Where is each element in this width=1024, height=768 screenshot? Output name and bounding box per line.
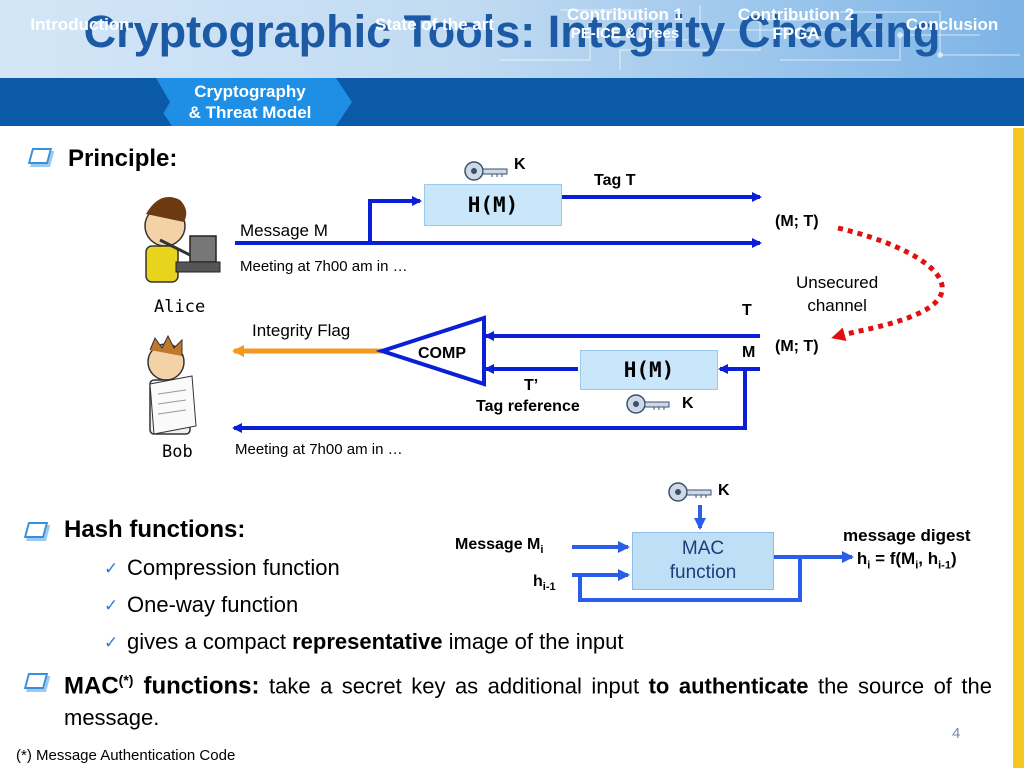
footnote: (*) Message Authentication Code: [16, 747, 236, 764]
principle-heading: Principle:: [68, 145, 178, 172]
comp-label: COMP: [418, 345, 466, 362]
nav-cryptography-active[interactable]: Cryptography & Threat Model: [188, 82, 312, 122]
tag-reference-label: Tag reference: [476, 398, 580, 415]
nav-state-of-the-art[interactable]: State of the art: [374, 14, 495, 34]
message-to-hash-arrow: [368, 196, 422, 243]
message-m-label: Message M: [240, 221, 328, 240]
tag-t-label: Tag T: [594, 172, 636, 189]
hash-box-top: H(M): [424, 184, 562, 226]
checkmark-icon: ✓: [104, 633, 119, 652]
slide-title: Cryptographic Tools: Integrity Checking: [83, 6, 941, 57]
meeting-text-bottom: Meeting at 7h00 am in …: [235, 441, 403, 458]
key-label-top: K: [514, 156, 526, 173]
t-label: T: [742, 302, 752, 319]
mac-paragraph: MAC(*) functions: take a secret key as a…: [64, 672, 993, 731]
comp-triangle: [375, 315, 486, 387]
mac-key-label: K: [718, 482, 730, 499]
alice-label: Alice: [154, 297, 206, 317]
nav-contribution-1[interactable]: Contribution 1 PE-ICE & Trees: [566, 5, 684, 42]
nav-conclusion[interactable]: Conclusion: [905, 14, 999, 34]
page-number: 4: [952, 725, 961, 742]
bullet-icon: [27, 148, 53, 164]
message-mi-label: Message Mi: [455, 536, 544, 557]
hash-functions-heading: Hash functions:: [64, 516, 246, 543]
message-digest-label: message digest hi = f(Mi, hi-1): [843, 526, 971, 572]
m-label: M: [742, 344, 756, 361]
nav-introduction[interactable]: Introduction: [30, 14, 130, 34]
mac-function-box: MAC function: [632, 532, 774, 590]
unsecured-channel-label: Unsecured channel: [796, 273, 879, 315]
side-accent-bar: [1013, 128, 1024, 768]
bullet-icon: [23, 522, 49, 538]
mt-label-top: (M; T): [775, 213, 819, 230]
key-icon-top: [464, 161, 508, 181]
t-prime-label: T’: [524, 377, 539, 394]
bob-label: Bob: [162, 442, 193, 462]
key-label-bottom: K: [682, 395, 694, 412]
hash-item-compression: Compression function: [127, 555, 340, 580]
unsecured-channel-arrow: [831, 225, 945, 342]
slide-header: Cryptographic Tools: Integrity Checking: [0, 0, 1024, 78]
key-icon-mac: [668, 482, 712, 502]
key-icon-bottom: [626, 394, 670, 414]
mt-label-bottom: (M; T): [775, 338, 819, 355]
nav-active-tab-shape: [156, 78, 352, 126]
alice-figure: [144, 197, 221, 283]
message-to-bob-arrow: [232, 369, 747, 433]
checkmark-icon: ✓: [104, 559, 119, 578]
feedback-loop-line: [578, 557, 802, 602]
hash-box-bottom: H(M): [580, 350, 718, 390]
meeting-text-top: Meeting at 7h00 am in …: [240, 258, 408, 275]
integrity-flag-label: Integrity Flag: [252, 321, 351, 340]
hash-item-one-way: One-way function: [127, 592, 299, 617]
nav-contribution-2[interactable]: Contribution 2 FPGA: [737, 5, 855, 43]
hash-item-representative: gives a compact representative image of …: [127, 629, 624, 654]
bullet-icon: [23, 673, 49, 689]
checkmark-icon: ✓: [104, 596, 119, 615]
circuit-background: [500, 5, 1020, 70]
h-prev-label: hi-1: [533, 573, 556, 594]
bob-figure: [147, 334, 197, 435]
